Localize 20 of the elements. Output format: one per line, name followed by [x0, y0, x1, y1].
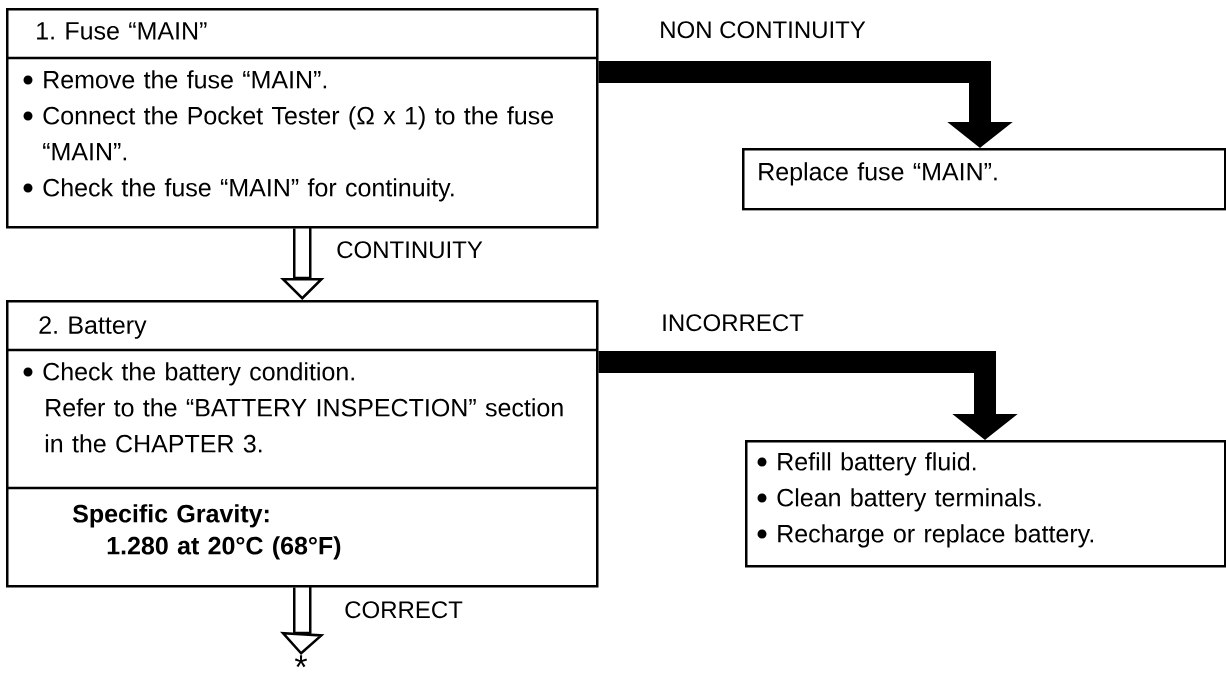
edge-label: CONTINUITY [335, 240, 484, 260]
instruction-text: Refer to the “BATTERY INSPECTION” section in the CHAPTER 3. [45, 398, 563, 453]
bullet-item: Refill battery fluid. [757, 452, 976, 476]
instruction-text: Replace fuse “MAIN”. [759, 162, 997, 186]
edge-label: CORRECT [343, 600, 464, 620]
bullet-item: Clean battery terminals. [757, 488, 1041, 512]
bullet-item: Remove the fuse “MAIN”. [23, 70, 327, 89]
end-mark: * [294, 655, 308, 668]
step-heading: 1. Fuse “MAIN” [37, 22, 207, 40]
edge-label: NON CONTINUITY [658, 20, 867, 40]
bullet-item: Check the battery condition. [23, 362, 354, 386]
edge-label: INCORRECT [660, 313, 805, 333]
bullet-item: Connect the Pocket Tester (Ω x 1) to the fuse “MAIN”. [23, 106, 553, 161]
arrow [598, 61, 1013, 148]
arrow [598, 351, 1018, 440]
instruction-text: Specific Gravity: [72, 504, 269, 528]
instruction-text: 1.280 at 20°C (68°F) [107, 536, 341, 560]
bullet-item: Recharge or replace battery. [757, 524, 1093, 548]
step-heading: 2. Battery [39, 316, 147, 339]
bullet-item: Check the fuse “MAIN” for continuity. [23, 178, 454, 202]
